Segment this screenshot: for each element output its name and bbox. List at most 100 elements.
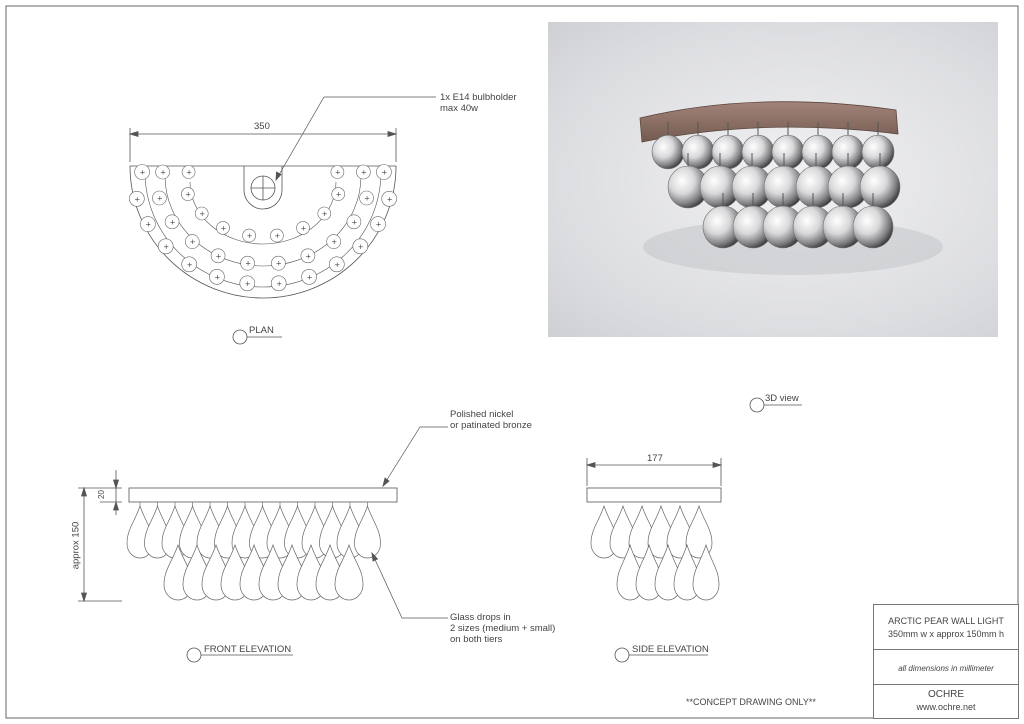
title-block: ARCTIC PEAR WALL LIGHT 350mm w x approx …	[873, 604, 1019, 719]
plan-drop-hook: +	[245, 280, 251, 288]
plan-glass-drop	[140, 216, 156, 232]
plan-glass-drop	[134, 164, 150, 180]
render-glass-drop	[771, 134, 805, 170]
side-label-marker	[614, 647, 708, 663]
plan-drop-hook: +	[221, 224, 227, 232]
plan-drop-hook: +	[134, 195, 140, 203]
plan-glass-drop	[328, 256, 345, 273]
plan-glass-drop	[326, 234, 342, 249]
plan-drop-hook: +	[335, 169, 341, 177]
finish-note-line1: Polished nickel	[450, 409, 514, 420]
plan-glass-drop	[185, 234, 200, 249]
plan-glass-drop	[381, 191, 398, 207]
plan-view: ++++++++++++++++++++++++++++++++++++	[128, 96, 436, 299]
plan-glass-drop	[155, 164, 170, 180]
bulbholder-note-line1: 1x E14 bulbholder	[440, 92, 517, 103]
plan-drop-hook: +	[199, 210, 205, 218]
plan-drop-hook: +	[276, 260, 282, 268]
plan-glass-drop	[352, 238, 369, 255]
plan-drop-hook: +	[145, 221, 151, 229]
plan-drop-hook: +	[361, 169, 367, 177]
plan-drop-hook: +	[190, 238, 196, 246]
plan-drop-hook: +	[376, 221, 382, 229]
plan-glass-drop	[209, 268, 225, 285]
plan-glass-drop	[346, 214, 362, 230]
plan-drop-hook: +	[322, 210, 328, 218]
plan-glass-drop	[242, 228, 256, 243]
plan-glass-drop	[330, 165, 345, 179]
plan-glass-drop	[210, 248, 226, 264]
plan-drop-hook: +	[331, 238, 337, 246]
plan-glass-drop	[271, 255, 286, 271]
plan-glass-drop	[376, 164, 392, 180]
render-glass-drop	[861, 134, 895, 170]
glass-drops-note-line3: on both tiers	[450, 634, 503, 645]
front-height-dimension: approx 150	[70, 521, 82, 570]
plan-drop-hook: +	[187, 261, 193, 269]
plan-drop-hook: +	[336, 191, 342, 199]
3d-label-marker	[749, 397, 802, 413]
plan-glass-drop	[181, 256, 197, 273]
glass-drops-note-line2: 2 sizes (medium + small)	[450, 623, 556, 634]
plan-drop-hook: +	[214, 273, 220, 281]
title-block-divider-1	[874, 649, 1018, 650]
front-glass-drop-lower	[334, 543, 364, 601]
render-glass-drop	[681, 134, 715, 170]
plan-drop-hook: +	[185, 191, 191, 199]
title-block-divider-2	[874, 684, 1018, 685]
plan-drop-hook: +	[186, 169, 192, 177]
plan-drop-hook: +	[140, 169, 146, 177]
plan-glass-drop	[317, 206, 332, 221]
company-website: www.ochre.net	[916, 702, 976, 712]
product-size: 350mm w x approx 150mm h	[887, 629, 1005, 639]
company-name: OCHRE	[927, 689, 965, 700]
plan-drop-hook: +	[170, 218, 176, 226]
plan-drop-hook: +	[305, 252, 311, 260]
3d-render	[548, 22, 998, 337]
3d-view-label: 3D view	[765, 393, 799, 404]
render-glass-drop	[651, 134, 685, 170]
plan-glass-drop	[370, 216, 386, 232]
plan-drop-hook: +	[163, 243, 169, 251]
plan-glass-drop	[240, 255, 255, 271]
wall-light-render	[639, 101, 943, 275]
plan-glass-drop	[331, 187, 346, 201]
front-glass-drop-upper	[354, 504, 381, 559]
glass-drops-note-line1: Glass drops in	[450, 612, 511, 623]
plan-glass-drop	[356, 164, 371, 180]
plan-width-dimension: 350	[254, 121, 270, 132]
plan-drop-hook: +	[247, 232, 253, 240]
plan-glass-drop	[216, 221, 230, 235]
plan-glass-drop	[239, 275, 256, 292]
product-name: ARCTIC PEAR WALL LIGHT	[888, 616, 1004, 626]
front-elevation	[78, 426, 448, 619]
plate-height-dimension: 20	[96, 490, 106, 499]
plan-drop-hook: +	[387, 195, 393, 203]
plan-glass-drop	[270, 228, 284, 243]
plan-glass-drop	[152, 190, 167, 206]
plan-glass-drop	[359, 190, 374, 206]
render-glass-drop	[859, 165, 901, 209]
sheet-border	[5, 5, 1019, 719]
plan-glass-drop	[270, 275, 287, 292]
plan-glass-drop	[301, 268, 317, 285]
finish-note-line2: or patinated bronze	[450, 420, 532, 431]
render-glass-drop	[852, 205, 894, 249]
side-glass-drop-lower	[692, 543, 720, 601]
plan-drop-hook: +	[364, 195, 370, 203]
plan-drop-hook: +	[157, 195, 163, 203]
plan-drop-hook: +	[216, 252, 222, 260]
plan-drop-hook: +	[274, 232, 280, 240]
plan-label-marker	[232, 329, 282, 345]
plan-drop-hook: +	[351, 218, 357, 226]
plan-glass-drop	[300, 248, 316, 264]
side-depth-dimension: 177	[647, 453, 663, 464]
plan-view-label: PLAN	[249, 325, 274, 336]
concept-drawing-note: **CONCEPT DRAWING ONLY**	[686, 697, 816, 707]
side-elevation-label: SIDE ELEVATION	[632, 644, 709, 655]
plan-glass-drop	[194, 206, 209, 221]
render-glass-drop	[711, 134, 745, 170]
plan-drop-hook: +	[276, 280, 282, 288]
plan-glass-drop	[296, 221, 310, 235]
